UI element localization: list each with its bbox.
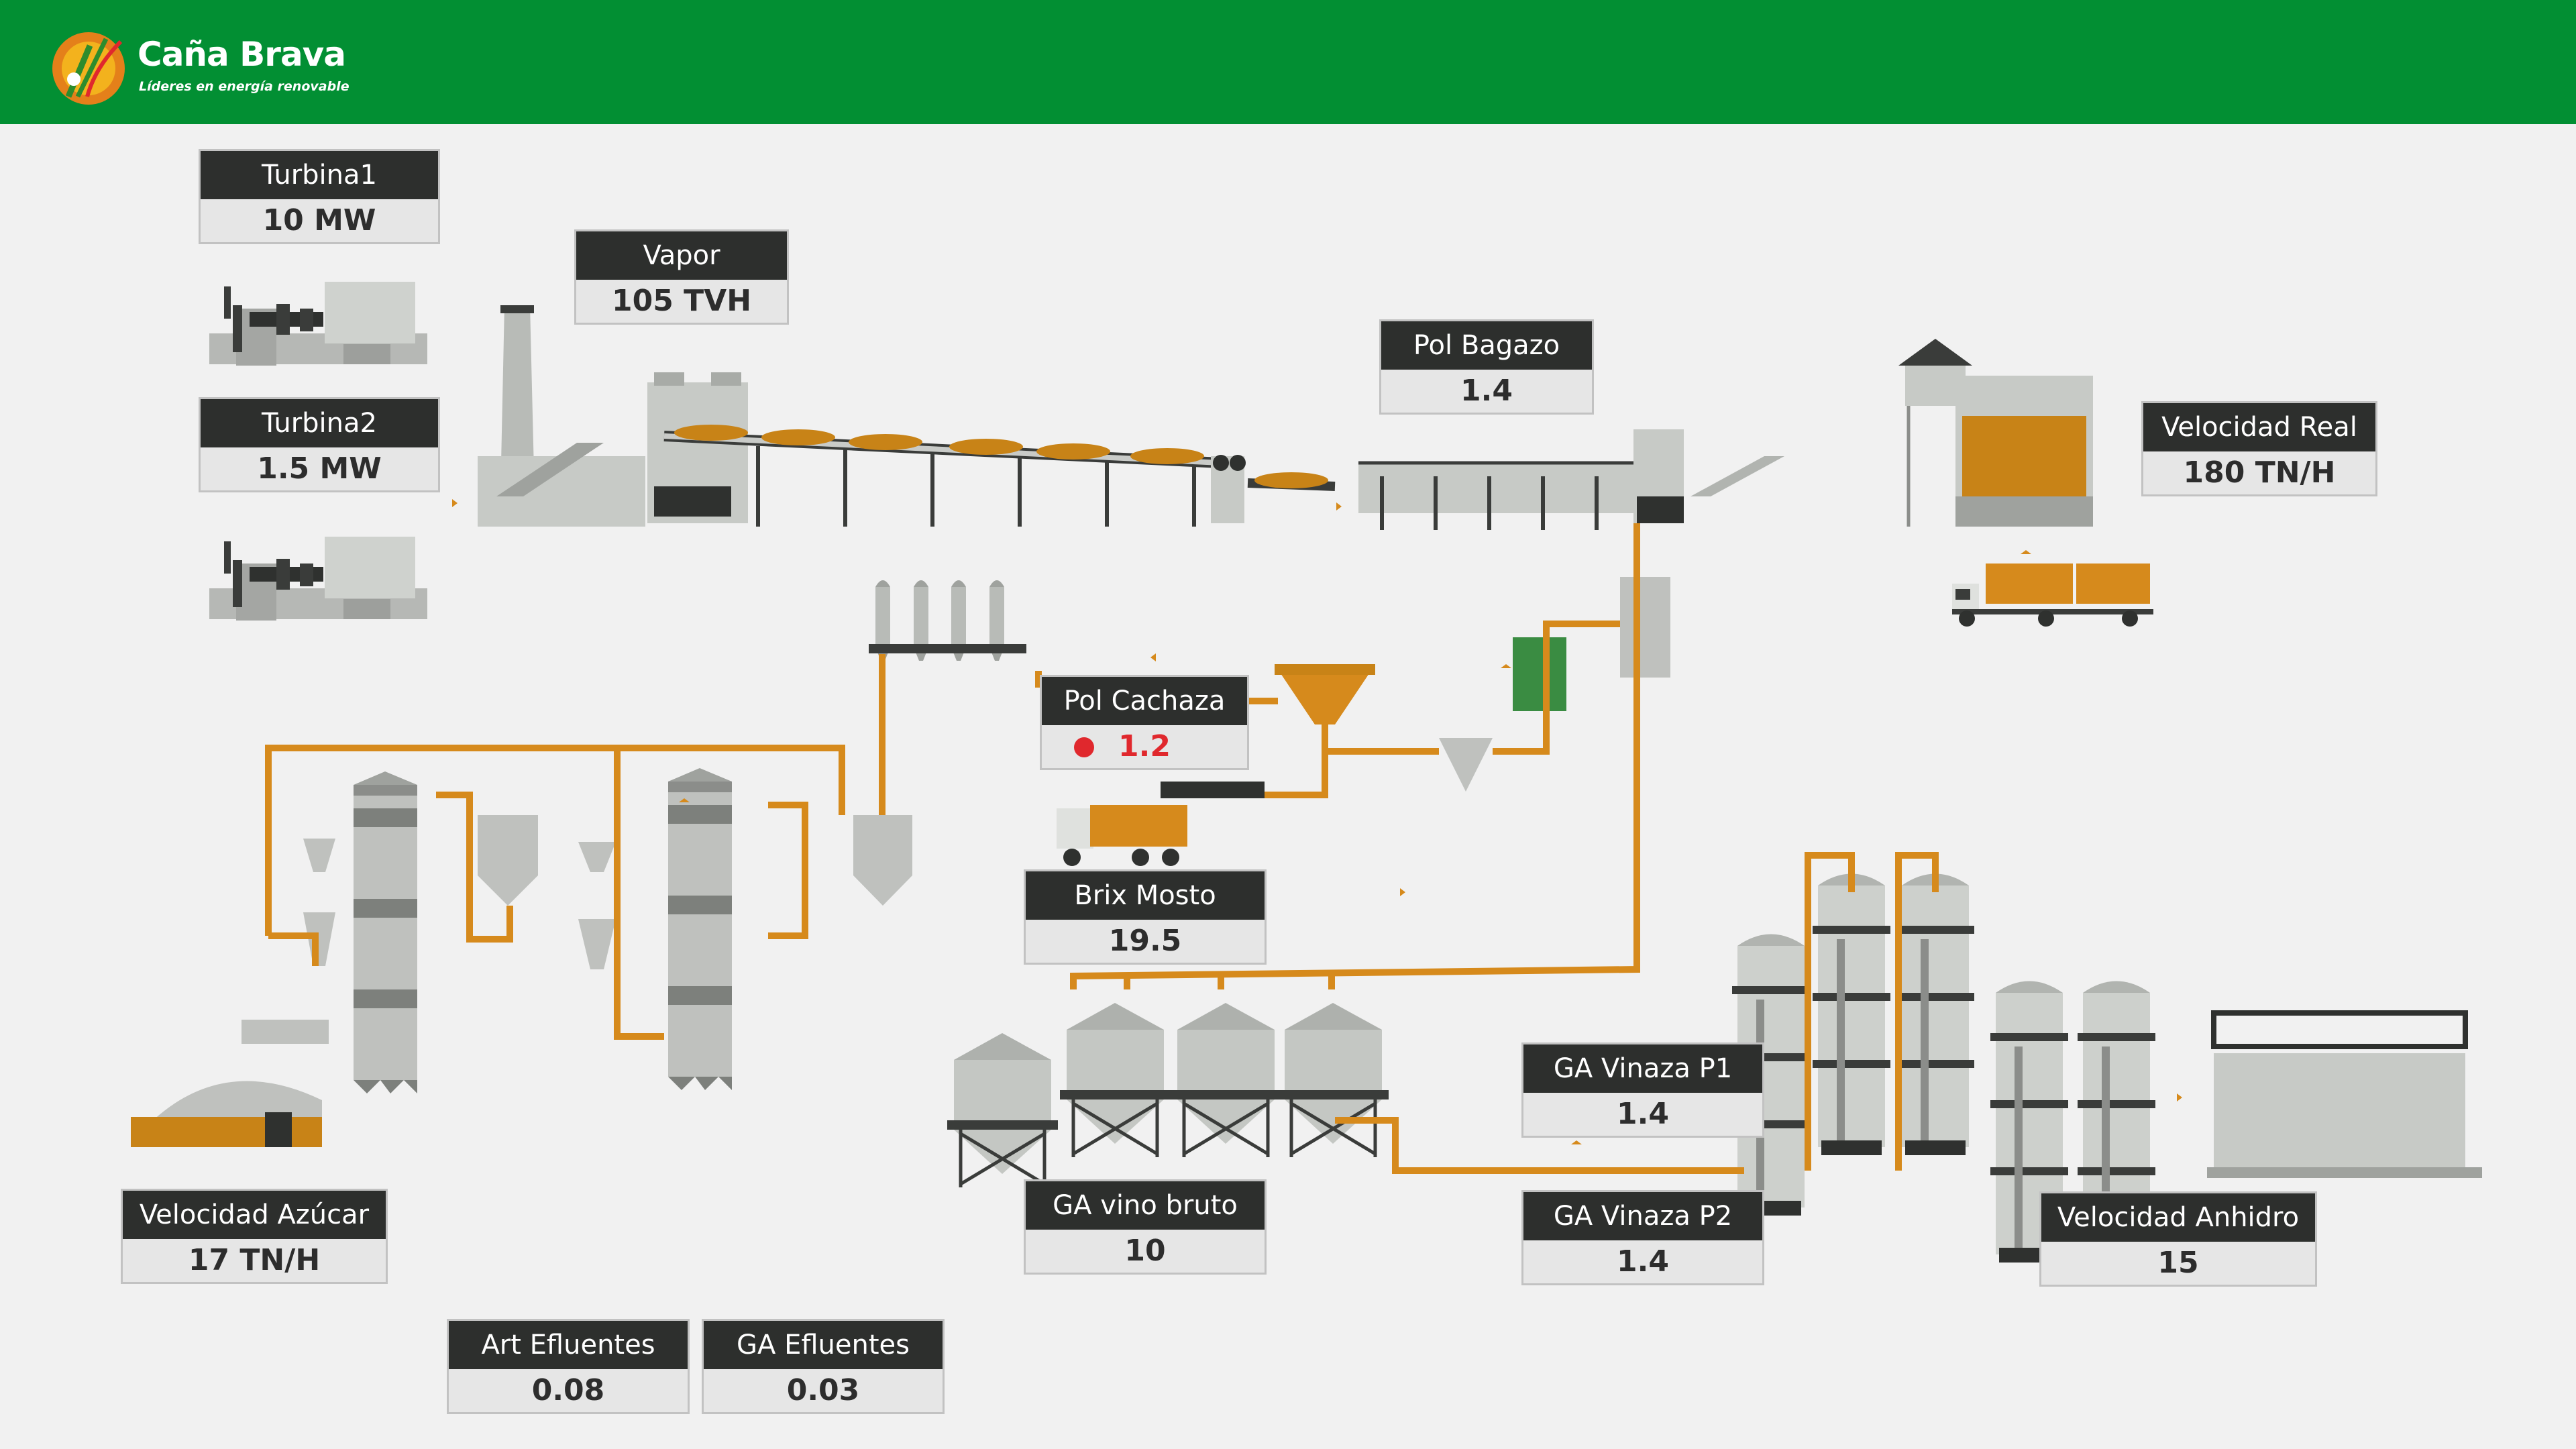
velocidad-anhidro-title: Velocidad Anhidro [2041, 1193, 2315, 1242]
vapor-title: Vapor [576, 231, 787, 280]
vapor-value: 105 TVH [611, 284, 752, 318]
mill-tandem-icon [1358, 429, 1784, 530]
conveyor-icon [663, 425, 1336, 527]
ga-vinaza-p2-title: GA Vinaza P2 [1523, 1192, 1762, 1240]
pol-cachaza-title: Pol Cachaza [1042, 677, 1247, 725]
velocidad-azucar-panel[interactable]: Velocidad Azúcar 17 TN/H [121, 1189, 388, 1284]
pol-cachaza-value: 1.2 [1042, 725, 1247, 768]
turbina1-panel[interactable]: Turbina1 10 MW [199, 149, 440, 244]
clarifier-icon [1275, 664, 1375, 724]
ga-vinaza-p2-value: 1.4 [1617, 1244, 1669, 1279]
pol-cachaza-panel[interactable]: Pol Cachaza 1.2 [1040, 675, 1249, 770]
velocidad-anhidro-panel[interactable]: Velocidad Anhidro 15 [2039, 1191, 2317, 1287]
hopper-building-icon [1898, 339, 2093, 527]
art-efluentes-value: 0.08 [531, 1373, 605, 1407]
velocidad-azucar-title: Velocidad Azúcar [123, 1191, 386, 1239]
turbina2-title: Turbina2 [201, 399, 438, 447]
ga-vinaza-p1-title: GA Vinaza P1 [1523, 1044, 1762, 1093]
ga-vinaza-p1-value: 1.4 [1617, 1097, 1669, 1131]
brand-name: Caña Brava [138, 35, 346, 74]
ga-vinaza-p2-panel[interactable]: GA Vinaza P2 1.4 [1521, 1190, 1764, 1285]
velocidad-azucar-value: 17 TN/H [188, 1243, 321, 1277]
turbina2-panel[interactable]: Turbina2 1.5 MW [199, 397, 440, 492]
anhydrous-storage-icon [2207, 1010, 2482, 1178]
brix-mosto-panel[interactable]: Brix Mosto 19.5 [1024, 869, 1267, 965]
pol-bagazo-title: Pol Bagazo [1381, 321, 1592, 370]
flow-arrows [452, 499, 2182, 1144]
turbina2-value: 1.5 MW [257, 451, 382, 486]
vapor-panel[interactable]: Vapor 105 TVH [574, 229, 789, 325]
velocidad-real-value: 180 TN/H [2183, 455, 2336, 490]
dump-truck-icon [1057, 805, 1187, 866]
ga-vinaza-p1-panel[interactable]: GA Vinaza P1 1.4 [1521, 1042, 1764, 1138]
art-efluentes-title: Art Efluentes [449, 1321, 688, 1369]
fermentation-tank-icon [947, 1003, 1389, 1187]
ga-vino-bruto-title: GA vino bruto [1026, 1181, 1265, 1230]
ga-vino-bruto-panel[interactable]: GA vino bruto 10 [1024, 1179, 1267, 1275]
brand-tagline: Líderes en energía renovable [139, 79, 350, 94]
velocidad-anhidro-value: 15 [2157, 1246, 2199, 1280]
brix-mosto-value: 19.5 [1108, 924, 1182, 958]
art-efluentes-panel[interactable]: Art Efluentes 0.08 [447, 1319, 690, 1414]
pol-cachaza-value-text: 1.2 [1118, 729, 1171, 763]
truck-icon [1952, 564, 2153, 627]
pol-bagazo-panel[interactable]: Pol Bagazo 1.4 [1379, 319, 1594, 415]
app-header: Caña Brava Líderes en energía renovable [0, 0, 2576, 124]
sugar-warehouse-icon [131, 1081, 322, 1147]
turbine-2-icon [209, 537, 427, 621]
evaporator-column-2-icon [668, 768, 732, 1090]
turbina1-title: Turbina1 [201, 151, 438, 199]
storage-silo-icon [869, 580, 1026, 661]
distillation-column-icon [1732, 873, 1974, 1216]
filter-icon [1161, 577, 1670, 798]
crystallizer-icon [241, 815, 912, 1044]
velocidad-real-panel[interactable]: Velocidad Real 180 TN/H [2141, 401, 2377, 496]
ga-vino-bruto-value: 10 [1124, 1234, 1166, 1268]
red-dot-icon [1074, 737, 1094, 757]
evaporator-column-1-icon [354, 771, 417, 1093]
turbina1-value: 10 MW [262, 203, 376, 237]
cana-brava-logo-icon [52, 32, 125, 105]
ga-efluentes-panel[interactable]: GA Efluentes 0.03 [702, 1319, 945, 1414]
ga-efluentes-value: 0.03 [786, 1373, 860, 1407]
ga-efluentes-title: GA Efluentes [704, 1321, 943, 1369]
pol-bagazo-value: 1.4 [1460, 374, 1513, 408]
boiler-icon [478, 372, 748, 527]
turbine-1-icon [209, 282, 427, 366]
velocidad-real-title: Velocidad Real [2143, 403, 2375, 451]
brix-mosto-title: Brix Mosto [1026, 871, 1265, 920]
